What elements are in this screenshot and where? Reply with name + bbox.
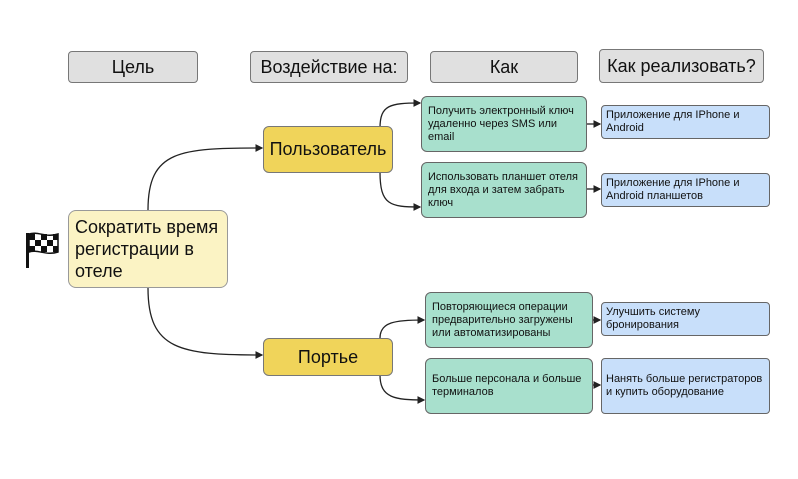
edge-user-how1 xyxy=(379,99,422,129)
edge-porter-how2 xyxy=(379,374,426,404)
impl-porter-1: Улучшить систему бронирования xyxy=(601,302,770,336)
how-user-1: Получить электронный ключ удаленно через… xyxy=(421,96,587,152)
header-goal: Цель xyxy=(68,51,198,83)
how-porter-2-label: Больше персонала и больше терминалов xyxy=(432,373,582,398)
impl-user-1: Приложение для IPhone и Android xyxy=(601,105,770,139)
header-implement: Как реализовать? xyxy=(599,49,764,83)
header-how: Как xyxy=(430,51,578,83)
edge-goal-porter xyxy=(147,287,264,359)
impl-user-2: Приложение для IPhone и Android планшето… xyxy=(601,173,770,207)
edge-user-how2 xyxy=(379,171,422,211)
how-porter-1: Повторяющиеся операции предварительно за… xyxy=(425,292,593,348)
header-implement-label: Как реализовать? xyxy=(607,55,756,76)
how-user-1-label: Получить электронный ключ удаленно через… xyxy=(428,104,574,143)
how-user-2-label: Использовать планшет отеля для входа и з… xyxy=(428,170,579,209)
goal-label: Сократить время регистрации в отеле xyxy=(75,217,219,281)
impl-user-1-label: Приложение для IPhone и Android xyxy=(606,109,740,134)
edge-goal-user xyxy=(147,144,264,211)
how-porter-1-label: Повторяющиеся операции предварительно за… xyxy=(432,300,573,339)
actor-user-label: Пользователь xyxy=(269,139,387,159)
impl-porter-2: Нанять больше регистраторов и купить обо… xyxy=(601,358,770,414)
how-user-2: Использовать планшет отеля для входа и з… xyxy=(421,162,587,218)
header-how-label: Как xyxy=(489,56,519,77)
how-porter-2: Больше персонала и больше терминалов xyxy=(425,358,593,414)
header-impact: Воздействие на: xyxy=(250,51,408,83)
goal-node: Сократить время регистрации в отеле xyxy=(68,210,228,288)
checkered-flag-icon xyxy=(26,232,59,268)
actor-porter: Портье xyxy=(263,338,393,376)
impl-porter-1-label: Улучшить систему бронирования xyxy=(606,306,701,331)
header-impact-label: Воздействие на: xyxy=(260,56,398,77)
edge-porter-how1 xyxy=(379,316,426,339)
header-goal-label: Цель xyxy=(111,56,155,77)
actor-porter-label: Портье xyxy=(297,346,359,367)
impl-porter-2-label: Нанять больше регистраторов и купить обо… xyxy=(606,373,763,398)
actor-user: Пользователь xyxy=(263,126,393,173)
impl-user-2-label: Приложение для IPhone и Android планшето… xyxy=(606,177,740,202)
